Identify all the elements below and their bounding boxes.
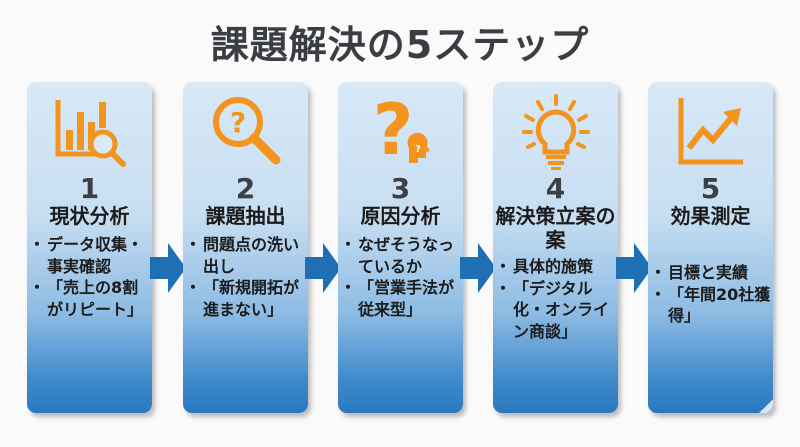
bullet-item: 「年間20社獲得」 — [650, 284, 772, 327]
step-bullets: データ収集・事実確認 「売上の8割がリピート」 — [29, 234, 151, 320]
step-card-3: ? ? 3 原因分析 なぜそうなっているか 「営業手法が従来型」 — [338, 82, 463, 413]
question-magnifier-icon: ? — [183, 90, 308, 174]
arrow-right-icon — [305, 243, 341, 293]
step-number: 4 — [545, 172, 566, 205]
step-card-4: 4 解決策立案の案 具体的施策 「デジタル化・オンライン商談」 — [493, 82, 618, 413]
step-bullets: なぜそうなっているか 「営業手法が従来型」 — [340, 234, 462, 320]
step-name: 効果測定 — [670, 204, 751, 228]
step-bullets: 具体的施策 「デジタル化・オンライン商談」 — [495, 256, 617, 343]
svg-text:?: ? — [229, 106, 245, 139]
page-title: 課題解決の5ステップ — [210, 23, 590, 67]
step-name: 解決策立案の案 — [495, 204, 616, 252]
page-curl-decoration — [759, 399, 773, 413]
bullet-item: 具体的施策 — [495, 256, 617, 278]
svg-text:?: ? — [372, 92, 413, 171]
step-name: 現状分析 — [49, 204, 130, 228]
bullet-item: 「営業手法が従来型」 — [340, 277, 462, 320]
step-number: 2 — [235, 172, 256, 205]
bullet-item: データ収集・事実確認 — [29, 234, 151, 277]
step-card-2: ? 2 課題抽出 問題点の洗い出し 「新規開拓が進まない」 — [183, 82, 308, 413]
step-card-5: 5 効果測定 目標と実績 「年間20社獲得」 — [648, 82, 773, 413]
bullet-item: 「デジタル化・オンライン商談」 — [495, 278, 617, 343]
question-head-icon: ? ? — [338, 90, 463, 174]
step-name: 原因分析 — [360, 204, 441, 228]
bullet-item: 「売上の8割がリピート」 — [29, 277, 151, 320]
svg-text:?: ? — [415, 144, 421, 155]
step-name: 課題抽出 — [205, 204, 286, 228]
arrow-right-icon — [460, 243, 496, 293]
arrow-right-icon — [616, 243, 652, 293]
step-number: 1 — [79, 172, 100, 205]
bullet-item: 問題点の洗い出し — [185, 234, 307, 277]
bullet-item: なぜそうなっているか — [340, 234, 462, 277]
step-bullets: 問題点の洗い出し 「新規開拓が進まない」 — [185, 234, 307, 320]
trend-chart-icon — [648, 90, 773, 174]
step-number: 5 — [700, 172, 721, 205]
arrow-right-icon — [150, 243, 186, 293]
step-bullets: 目標と実績 「年間20社獲得」 — [650, 262, 772, 327]
step-card-1: 1 現状分析 データ収集・事実確認 「売上の8割がリピート」 — [27, 82, 152, 413]
bullet-item: 「新規開拓が進まない」 — [185, 277, 307, 320]
bullet-item: 目標と実績 — [650, 262, 772, 284]
step-number: 3 — [390, 172, 411, 205]
lightbulb-icon — [493, 90, 618, 174]
bar-chart-magnifier-icon — [27, 90, 152, 174]
